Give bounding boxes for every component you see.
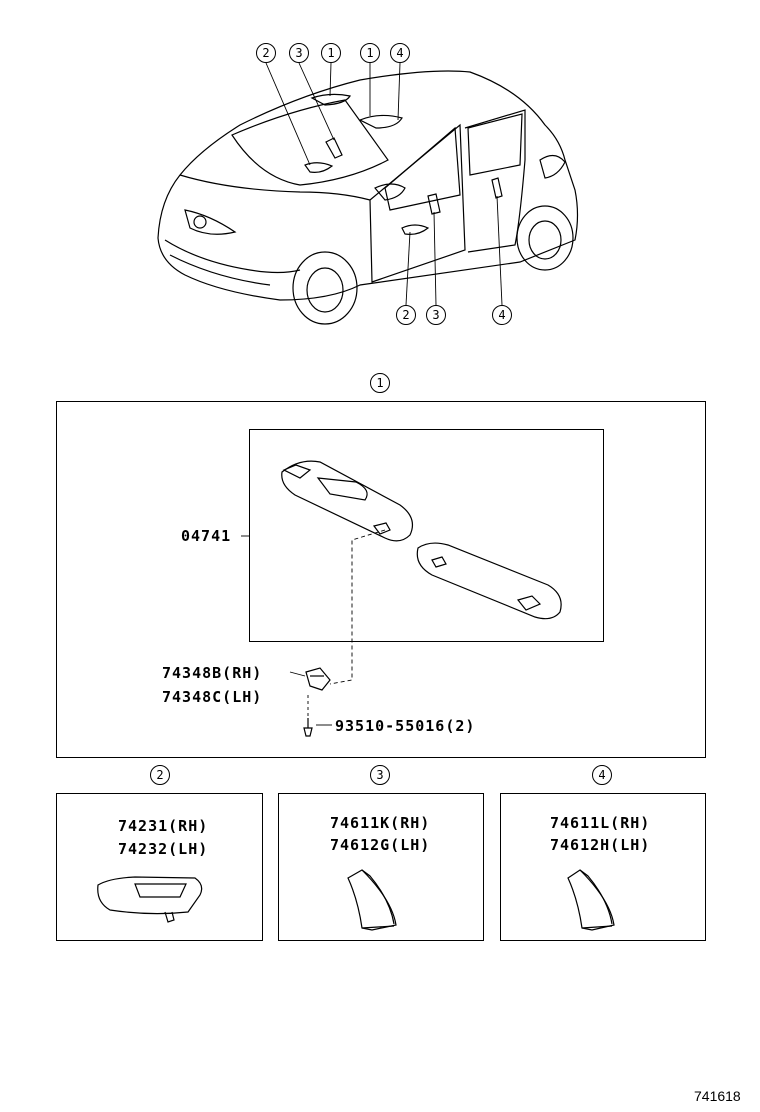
part-number-74611K: 74611K(RH) <box>330 814 431 832</box>
car-callout-3-bottom: 3 <box>426 305 446 325</box>
section4-callout: 4 <box>592 765 612 785</box>
part-number-74611L: 74611L(RH) <box>550 814 651 832</box>
part-number-screw: 93510-55016(2) <box>335 717 476 735</box>
car-callout-4-bottom: 4 <box>492 305 512 325</box>
car-callout-2-bottom: 2 <box>396 305 416 325</box>
part-number-holder-rh: 74348B(RH) <box>162 664 263 682</box>
car-callout-4-top: 4 <box>390 43 410 63</box>
sunvisor-inner-frame <box>249 429 604 642</box>
car-callout-1-top-a: 1 <box>321 43 341 63</box>
section2-frame <box>56 793 263 941</box>
part-number-74612H: 74612H(LH) <box>550 836 651 854</box>
section4-frame <box>500 793 706 941</box>
car-callout-1-top-b: 1 <box>360 43 380 63</box>
section3-callout: 3 <box>370 765 390 785</box>
part-number-74612G: 74612G(LH) <box>330 836 431 854</box>
part-number-holder-lh: 74348C(LH) <box>162 688 263 706</box>
car-callout-3-top: 3 <box>289 43 309 63</box>
section3-frame <box>278 793 484 941</box>
section1-callout: 1 <box>370 373 390 393</box>
section1-frame <box>56 401 706 758</box>
car-callout-2-top: 2 <box>256 43 276 63</box>
part-number-74232: 74232(LH) <box>118 840 209 858</box>
figure-number: 741618 <box>694 1088 741 1104</box>
sunvisor-drawing <box>241 460 562 737</box>
part-number-sunvisor: 04741 <box>181 527 232 545</box>
part-number-74231: 74231(RH) <box>118 817 209 835</box>
section2-callout: 2 <box>150 765 170 785</box>
car-illustration <box>157 62 579 325</box>
